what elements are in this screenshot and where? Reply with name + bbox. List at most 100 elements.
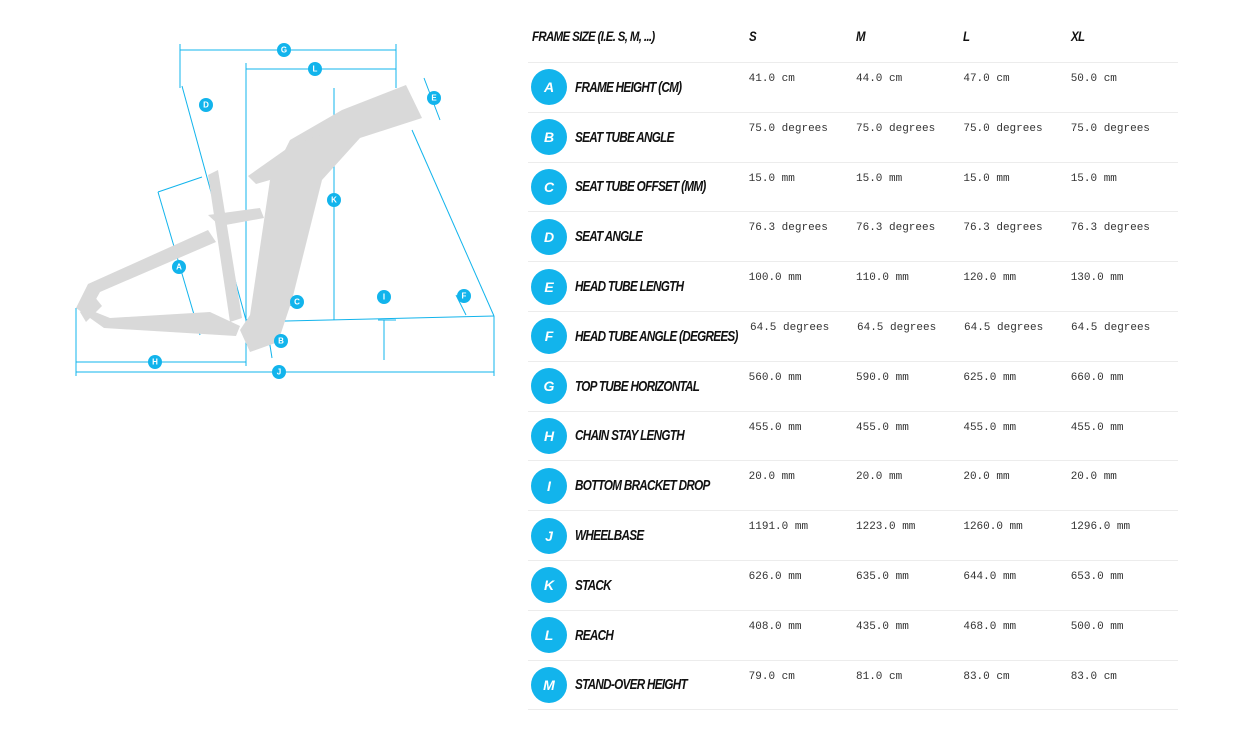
measurement-key-badge: H xyxy=(531,417,567,454)
svg-text:A: A xyxy=(176,263,182,272)
size-header-xl: XL xyxy=(1070,28,1085,44)
measurement-key-badge: M xyxy=(531,666,567,703)
table-row: D SEAT ANGLE 76.3 degrees 76.3 degrees 76.3 … xyxy=(528,212,1178,263)
measurement-label: BOTTOM BRACKET DROP xyxy=(575,477,710,495)
svg-text:B: B xyxy=(278,337,284,346)
measurement-value: 15.0 mm xyxy=(748,172,795,185)
measurement-value: 560.0 mm xyxy=(748,371,802,384)
measurement-value: 626.0 mm xyxy=(748,570,802,583)
marker-g: G xyxy=(277,43,291,57)
measurement-value: 75.0 degrees xyxy=(963,122,1043,135)
measurement-value: 83.0 cm xyxy=(1070,670,1117,683)
measurement-value: 64.5 degrees xyxy=(857,321,937,334)
size-header-s: S xyxy=(748,28,757,44)
measurement-value: 75.0 degrees xyxy=(1070,122,1150,135)
svg-text:D: D xyxy=(203,101,209,110)
table-row: I BOTTOM BRACKET DROP 20.0 mm 20.0 mm 20.0 m… xyxy=(528,461,1178,512)
measurement-value: 83.0 cm xyxy=(963,670,1010,683)
measurement-value: 644.0 mm xyxy=(963,570,1017,583)
measurement-value: 76.3 degrees xyxy=(963,222,1043,235)
measurement-value: 75.0 degrees xyxy=(748,122,828,135)
measurement-label: HEAD TUBE ANGLE (DEGREES) xyxy=(575,327,738,345)
measurement-value: 660.0 mm xyxy=(1070,371,1124,384)
svg-text:L: L xyxy=(313,65,318,74)
measurement-key-badge: K xyxy=(531,567,567,604)
measurement-value: 1296.0 mm xyxy=(1070,521,1131,534)
measurement-value: 15.0 mm xyxy=(856,172,903,185)
measurement-value: 435.0 mm xyxy=(856,620,909,633)
size-header-l: L xyxy=(963,28,970,44)
measurement-value: 64.5 degrees xyxy=(750,321,830,334)
marker-f: F xyxy=(457,289,471,303)
bike-frame xyxy=(76,85,422,352)
measurement-key-badge: G xyxy=(531,368,567,405)
measurement-value: 455.0 mm xyxy=(1070,421,1124,434)
measurement-value: 20.0 mm xyxy=(1070,471,1117,484)
measurement-value: 44.0 cm xyxy=(856,73,903,85)
measurement-value: 635.0 mm xyxy=(856,570,909,583)
measurement-value: 41.0 cm xyxy=(748,73,795,85)
measurement-value: 64.5 degrees xyxy=(1071,321,1151,334)
measurement-key-badge: E xyxy=(531,268,567,305)
measurement-key-badge: A xyxy=(531,69,567,106)
measurement-value: 408.0 mm xyxy=(748,620,802,633)
measurement-value: 20.0 mm xyxy=(748,471,795,484)
measurement-value: 20.0 mm xyxy=(963,471,1010,484)
marker-i: I xyxy=(377,290,391,304)
measurement-label: STAND-OVER HEIGHT xyxy=(575,676,688,694)
measurement-value: 76.3 degrees xyxy=(748,222,828,235)
measurement-label: TOP TUBE HORIZONTAL xyxy=(575,377,700,395)
measurement-value: 1260.0 mm xyxy=(963,521,1023,534)
marker-a: A xyxy=(172,260,186,274)
measurement-value: 500.0 mm xyxy=(1070,620,1124,633)
measurement-value: 15.0 mm xyxy=(1070,172,1117,185)
measurement-key-badge: I xyxy=(531,467,567,504)
measurement-key-badge: F xyxy=(531,318,567,355)
measurement-value: 76.3 degrees xyxy=(856,222,936,235)
marker-d: D xyxy=(199,98,213,112)
measurement-label: FRAME HEIGHT (CM) xyxy=(575,78,682,96)
measurement-value: 50.0 cm xyxy=(1070,73,1117,85)
measurement-value: 130.0 mm xyxy=(1070,272,1124,285)
table-header: FRAME SIZE (I.E. S, M, ...) S M L XL xyxy=(528,12,1178,63)
measurement-value: 75.0 degrees xyxy=(856,122,936,135)
svg-text:H: H xyxy=(152,358,158,367)
measurement-label: WHEELBASE xyxy=(575,527,644,545)
measurement-value: 64.5 degrees xyxy=(964,321,1044,334)
measurement-value: 455.0 mm xyxy=(748,421,802,434)
marker-e: E xyxy=(427,91,441,105)
measurement-value: 653.0 mm xyxy=(1070,570,1124,583)
measurement-label: CHAIN STAY LENGTH xyxy=(575,427,685,445)
marker-h: H xyxy=(148,355,162,369)
svg-text:E: E xyxy=(431,94,437,103)
measurement-key-badge: L xyxy=(531,617,567,654)
table-row: G TOP TUBE HORIZONTAL 560.0 mm 590.0 mm 625.… xyxy=(528,362,1178,412)
table-row: J WHEELBASE 1191.0 mm 1223.0 mm 1260.0 mm 129… xyxy=(528,511,1178,561)
measurement-label: REACH xyxy=(575,626,614,644)
measurement-key-badge: J xyxy=(531,517,567,554)
measurement-value: 120.0 mm xyxy=(963,272,1017,285)
measurement-label: SEAT ANGLE xyxy=(575,228,643,246)
measurement-value: 81.0 cm xyxy=(856,670,903,683)
marker-b: B xyxy=(274,334,288,348)
measurement-label: SEAT TUBE OFFSET (MM) xyxy=(575,178,706,196)
measurement-value: 1191.0 mm xyxy=(748,521,809,534)
measurement-value: 1223.0 mm xyxy=(856,521,916,534)
svg-text:G: G xyxy=(281,46,287,55)
measurement-value: 590.0 mm xyxy=(856,371,909,384)
svg-text:J: J xyxy=(277,368,281,377)
measurement-key-badge: D xyxy=(531,218,567,255)
measurement-value: 100.0 mm xyxy=(748,272,802,285)
measurement-key-badge: C xyxy=(531,168,567,205)
marker-k: K xyxy=(327,193,341,207)
marker-l: L xyxy=(308,62,322,76)
measurement-value: 625.0 mm xyxy=(963,371,1017,384)
